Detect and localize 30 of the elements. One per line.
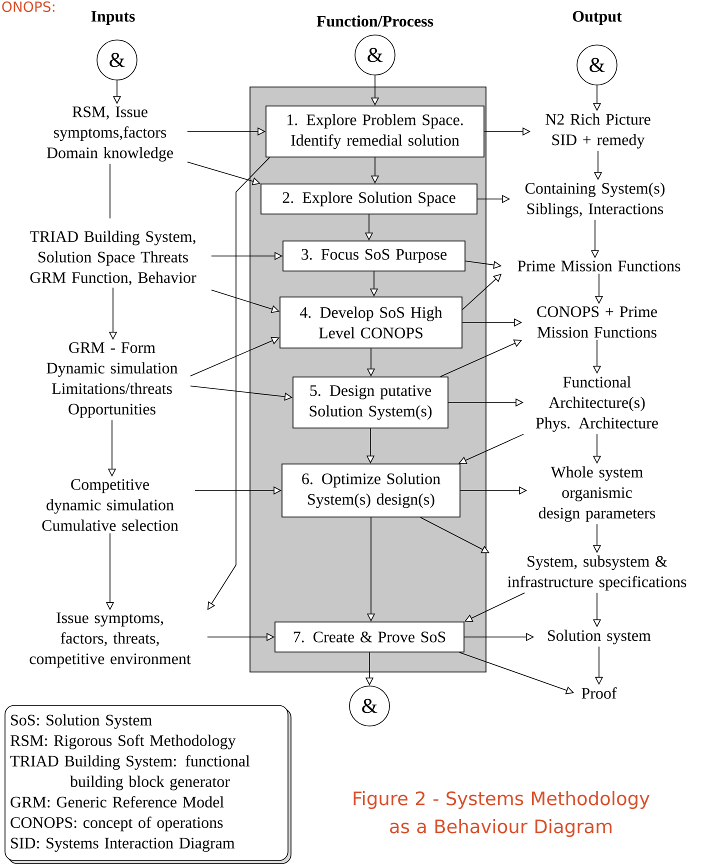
process-box: 1. Explore Problem Space. Identify remedial solution [266,106,484,158]
output-text: Prime Mission Functions [518,260,680,272]
figure-caption: Figure 2 - Systems Methodology as a Behaviour Diagram [354,791,650,837]
column-heading: Inputs [91,11,135,25]
process-box: 3. Focus SoS Purpose [282,240,466,272]
process-box: 4. Develop SoS High Level CONOPS [280,296,462,348]
process-box: 7. Create & Prove SoS [274,622,464,652]
input-text: RSM, Issue symptoms,factors Domain knowledge [46,106,173,162]
input-text: GRM - Form Dynamic simulation Limitations/threats Opportunities [46,342,178,418]
glossary-entry: SoS: Solution System [11,714,152,729]
output-text: System, subsystem & infrastructure specifications [508,556,686,590]
glossary-entry: CONOPS: concept of operations [10,816,223,832]
glossary-entry: GRM: Generic Reference Model [10,796,224,808]
output-text: Solution system [548,630,651,644]
output-text: Containing System(s) Siblings, Interactions [525,182,665,218]
output-text: Functional Architecture(s) Phys. Architecture [536,376,658,432]
output-text: Whole system organismic design parameters [538,466,656,522]
output-text: CONOPS + Prime Mission Functions [537,306,657,338]
glossary-entry: TRIAD Building System: functional building block generator [10,755,250,790]
input-text: TRIAD Building System, Solution Space Threats GRM Function, Behavior [30,230,196,286]
glossary-box [4,705,292,864]
process-box: 5. Design putative Solution System(s) [292,376,448,428]
glossary-entry: SID: Systems Interaction Diagram [11,838,235,852]
glossary-entry: RSM: Rigorous Soft Methodology [10,734,236,750]
process-box: 6. Optimize Solution System(s) design(s) [282,464,460,518]
input-text: Issue symptoms, factors, threats, competitive environment [30,612,191,668]
output-text: N2 Rich Picture SID + remedy [546,113,650,149]
process-box: 2. Explore Solution Space [260,184,478,214]
output-text: Proof [582,687,617,699]
input-text: Competitive dynamic simulation Cumulative selection [42,479,178,531]
